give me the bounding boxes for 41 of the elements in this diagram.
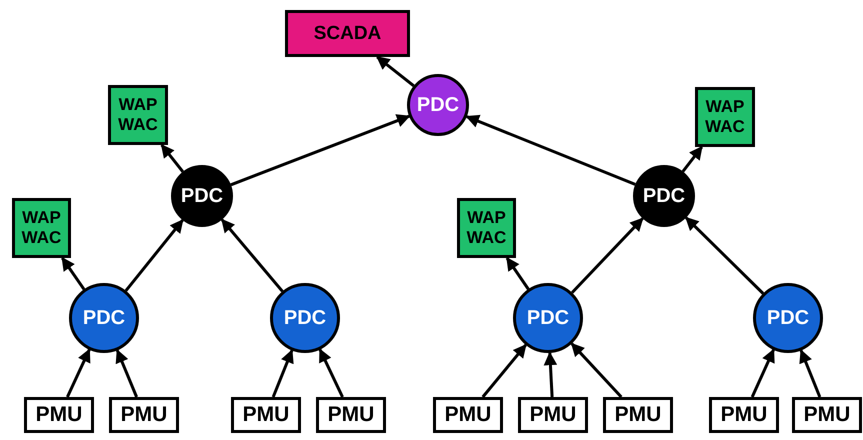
arrow xyxy=(685,216,764,295)
arrow xyxy=(466,114,636,186)
measurement-unit-box: PMU xyxy=(316,397,386,433)
arrow xyxy=(116,349,138,398)
system-box: SCADA xyxy=(285,10,410,57)
application-box: WAP WAC xyxy=(108,85,168,145)
arrow xyxy=(571,217,644,294)
arrow xyxy=(682,146,703,172)
arrow xyxy=(750,348,775,398)
concentrator-circle: PDC xyxy=(69,283,139,353)
application-box: WAP WAC xyxy=(457,198,516,258)
measurement-unit-box: PMU xyxy=(24,397,94,433)
measurement-unit-box: PMU xyxy=(792,397,862,433)
concentrator-circle: PDC xyxy=(753,283,823,353)
arrow xyxy=(318,348,344,398)
application-box: WAP WAC xyxy=(12,198,71,258)
measurement-unit-box: PMU xyxy=(433,397,503,433)
measurement-unit-box: PMU xyxy=(231,397,301,433)
arrow xyxy=(61,256,86,290)
measurement-unit-box: PMU xyxy=(709,397,779,433)
concentrator-circle: PDC xyxy=(270,283,340,353)
arrow xyxy=(160,144,184,173)
measurement-unit-box: PMU xyxy=(518,397,588,433)
arrow xyxy=(124,219,184,292)
arrow xyxy=(230,114,410,186)
measurement-unit-box: PMU xyxy=(603,397,673,433)
concentrator-circle: PDC xyxy=(633,165,695,227)
arrow xyxy=(272,349,294,398)
arrow xyxy=(506,256,530,290)
arrow xyxy=(570,342,622,398)
application-box: WAP WAC xyxy=(695,87,755,147)
measurement-unit-box: PMU xyxy=(109,397,179,433)
arrow xyxy=(544,352,558,398)
arrow xyxy=(376,56,415,87)
arrow xyxy=(66,348,91,398)
concentrator-circle: PDC xyxy=(513,283,583,353)
arrow xyxy=(220,218,284,292)
concentrator-circle: PDC xyxy=(407,74,469,136)
arrow xyxy=(482,344,527,398)
arrow xyxy=(799,349,822,398)
concentrator-circle: PDC xyxy=(171,165,233,227)
